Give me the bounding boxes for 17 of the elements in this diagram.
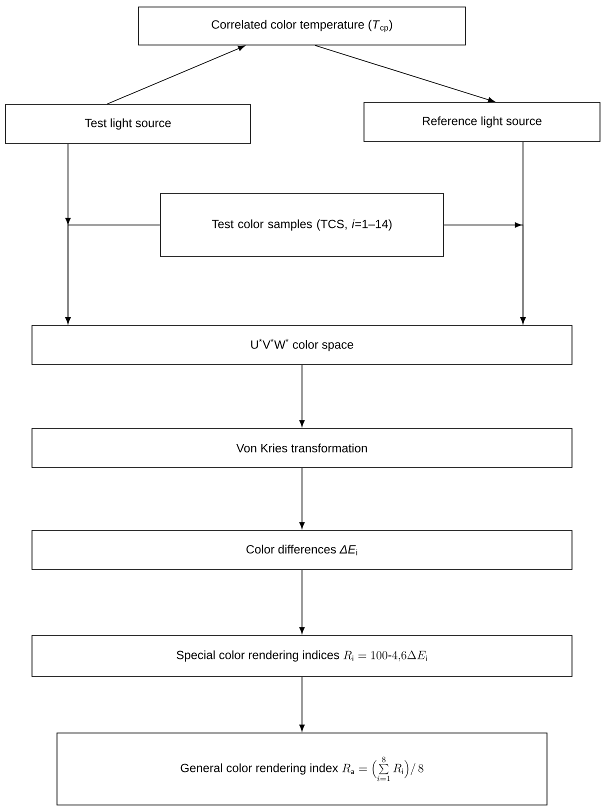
process-box: Test light source [5,104,251,144]
process-box: Von Kries transformation [32,428,572,468]
process-box: Reference light source [364,102,600,142]
result-box: General color rendering index $R_{\mathsf{a}} = \Bigl(\sum\limits_{i=1}^{8} R_{\mathsf{i}}\Bigr)/\,8$ [56,732,548,806]
arrow [299,570,305,634]
process-box: U$^{*}$V$^{*}$W$^{*}$ color space [32,325,572,365]
input-box: Test color samples (TCS, i=1–14) [160,193,444,257]
arrow [299,468,305,529]
process-box: Color differences ΔE$_{i}$ [32,530,572,570]
arrow [299,676,305,732]
arrow [444,222,526,324]
arrow [106,46,245,104]
arrow [314,45,495,102]
arrow [299,364,305,427]
process-box: Special color rendering indices $R_{\mathsf{i}} = 100\mbox{-}4{,}6\Delta E_{\mathsf{i}}$ [32,635,572,677]
process-box: Correlated color temperature (T$_{cp}$) [138,6,466,46]
arrow [65,218,160,324]
